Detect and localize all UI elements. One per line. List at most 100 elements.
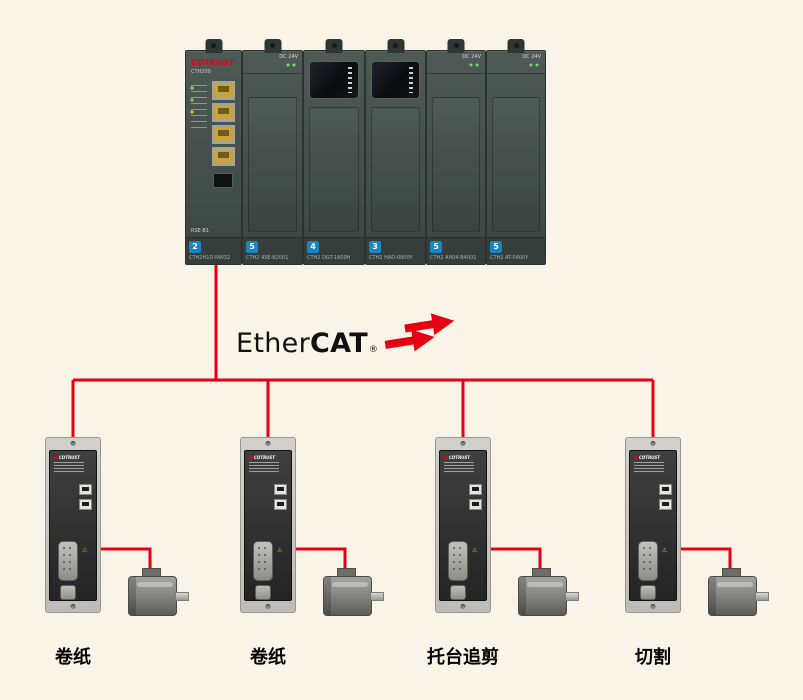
encoder-connector — [60, 585, 76, 600]
mounting-hole — [460, 441, 466, 446]
mounting-tab — [387, 39, 404, 53]
io-connector — [58, 541, 78, 581]
mounting-hole — [265, 441, 271, 446]
ethercat-port-icon — [469, 499, 482, 510]
module-model-code: CTH2 4SE-B2001 — [246, 255, 289, 261]
module-bottom-strip: 5 CTH2 AH04-B4001 — [427, 237, 485, 264]
module-number-badge: 5 — [246, 241, 258, 253]
module-model-code: CTH2H1D-NW32 — [189, 255, 231, 261]
mounting-tab — [447, 39, 465, 53]
module-power-label: DC 24V — [522, 54, 541, 60]
plc-module-3: 4 CTH2 DGT-1600H — [303, 39, 365, 265]
ethercat-text-regular: Ether — [236, 327, 310, 359]
module-bottom-strip: 5 CTH2 AT-0400Y — [487, 237, 545, 264]
ethercat-port-icon — [469, 484, 482, 495]
unit-label: 卷纸 — [250, 647, 286, 668]
plc-module-6: DC 24V 5 CTH2 AT-0400Y — [486, 39, 546, 265]
mounting-hole — [460, 604, 466, 609]
module-bottom-strip: 5 CTH2 4SE-B2001 — [243, 237, 302, 264]
servo-motor — [323, 568, 393, 616]
plc-module-5: DC 24V 5 CTH2 AH04-B4001 — [426, 39, 486, 265]
module-front-panel — [248, 97, 297, 232]
drive-brand-label: COTRUST — [54, 455, 80, 460]
module-power-label: DC 24V — [279, 54, 298, 60]
module-model-code: CTH2 AT-0400Y — [490, 255, 529, 261]
warning-icon: ⚠ — [82, 547, 88, 554]
drive-brand-label: COTRUST — [444, 455, 470, 460]
module-display-window — [371, 61, 420, 99]
ethernet-port-icon — [212, 81, 235, 100]
module-bottom-strip: 3 CTH2 HAD-0800Y — [366, 237, 425, 264]
ethercat-text-bold: CAT — [309, 327, 368, 359]
ethercat-label: EtherCAT ® — [236, 313, 464, 364]
module-power-label: DC 24V — [462, 54, 481, 60]
drive-brand-label: COTRUST — [634, 455, 660, 460]
servo-motor — [708, 568, 778, 616]
servo-drive-front: COTRUST ⚠ — [49, 450, 97, 601]
module-number-badge: 3 — [369, 241, 381, 253]
mounting-tab — [205, 39, 222, 53]
ethernet-port-icon — [212, 147, 235, 166]
cpu-status-leds — [190, 85, 207, 129]
module-status-leds — [286, 63, 296, 67]
io-connector — [448, 541, 468, 581]
motor-body — [708, 576, 757, 616]
plc-cpu-module: COTRUST CTH200 RSE-B1 2 CTH2H1D-NW32 — [185, 39, 242, 265]
ethercat-port-icon — [274, 484, 287, 495]
motor-shaft — [175, 592, 189, 601]
servo-motor — [518, 568, 588, 616]
servo-motor — [128, 568, 198, 616]
drive-brand-label: COTRUST — [249, 455, 275, 460]
servo-drive-front: COTRUST ⚠ — [439, 450, 487, 601]
ethercat-port-icon — [274, 499, 287, 510]
servo-drive-front: COTRUST ⚠ — [244, 450, 292, 601]
module-groove — [427, 73, 485, 74]
mounting-hole — [70, 441, 76, 446]
warning-icon: ⚠ — [472, 547, 478, 554]
unit-label: 托台追剪 — [427, 647, 499, 668]
encoder-connector — [255, 585, 271, 600]
mounting-hole — [70, 604, 76, 609]
cpu-service-port — [213, 173, 233, 188]
module-status-leds — [529, 63, 539, 67]
motor-shaft — [370, 592, 384, 601]
encoder-connector — [640, 585, 656, 600]
io-connector — [638, 541, 658, 581]
cpu-port-label: RSE-B1 — [191, 228, 210, 234]
module-front-panel — [432, 97, 480, 232]
module-status-leds — [469, 63, 479, 67]
module-model-code: CTH2 DGT-1600H — [307, 255, 351, 261]
cpu-series-label: CTH200 — [191, 69, 211, 75]
unit-label: 切割 — [635, 647, 671, 668]
ethercat-port-icon — [659, 484, 672, 495]
servo-drive: COTRUST ⚠ — [435, 437, 491, 613]
module-model-code: CTH2 AH04-B4001 — [430, 255, 477, 261]
module-number-badge: 5 — [490, 241, 502, 253]
servo-drive: COTRUST ⚠ — [45, 437, 101, 613]
ethercat-port-icon — [79, 484, 92, 495]
module-number-badge: 5 — [430, 241, 442, 253]
drive-unit-4: COTRUST ⚠ 切割 — [625, 437, 803, 677]
motor-shaft — [565, 592, 579, 601]
drive-spec-text — [249, 462, 279, 474]
mounting-hole — [650, 604, 656, 609]
registered-trademark-symbol: ® — [368, 345, 378, 355]
module-number-badge: 4 — [307, 241, 319, 253]
ethercat-text: EtherCAT — [236, 328, 368, 359]
module-bottom-strip: 4 CTH2 DGT-1600H — [304, 237, 364, 264]
module-number-badge: 2 — [189, 241, 201, 253]
io-connector — [253, 541, 273, 581]
servo-drive-front: COTRUST ⚠ — [629, 450, 677, 601]
ethercat-arrow-icon — [384, 313, 455, 352]
ethercat-port-icon — [79, 499, 92, 510]
cpu-ethernet-ports — [212, 81, 237, 169]
ethernet-port-icon — [212, 125, 235, 144]
plc-module-4: 3 CTH2 HAD-0800Y — [365, 39, 426, 265]
mounting-tab — [325, 39, 343, 53]
ethercat-port-icon — [659, 499, 672, 510]
motor-body — [518, 576, 567, 616]
plc-rack: COTRUST CTH200 RSE-B1 2 CTH2H1D-NW32 DC … — [185, 38, 546, 265]
drive-unit-2: COTRUST ⚠ 卷纸 — [240, 437, 440, 677]
warning-icon: ⚠ — [277, 547, 283, 554]
